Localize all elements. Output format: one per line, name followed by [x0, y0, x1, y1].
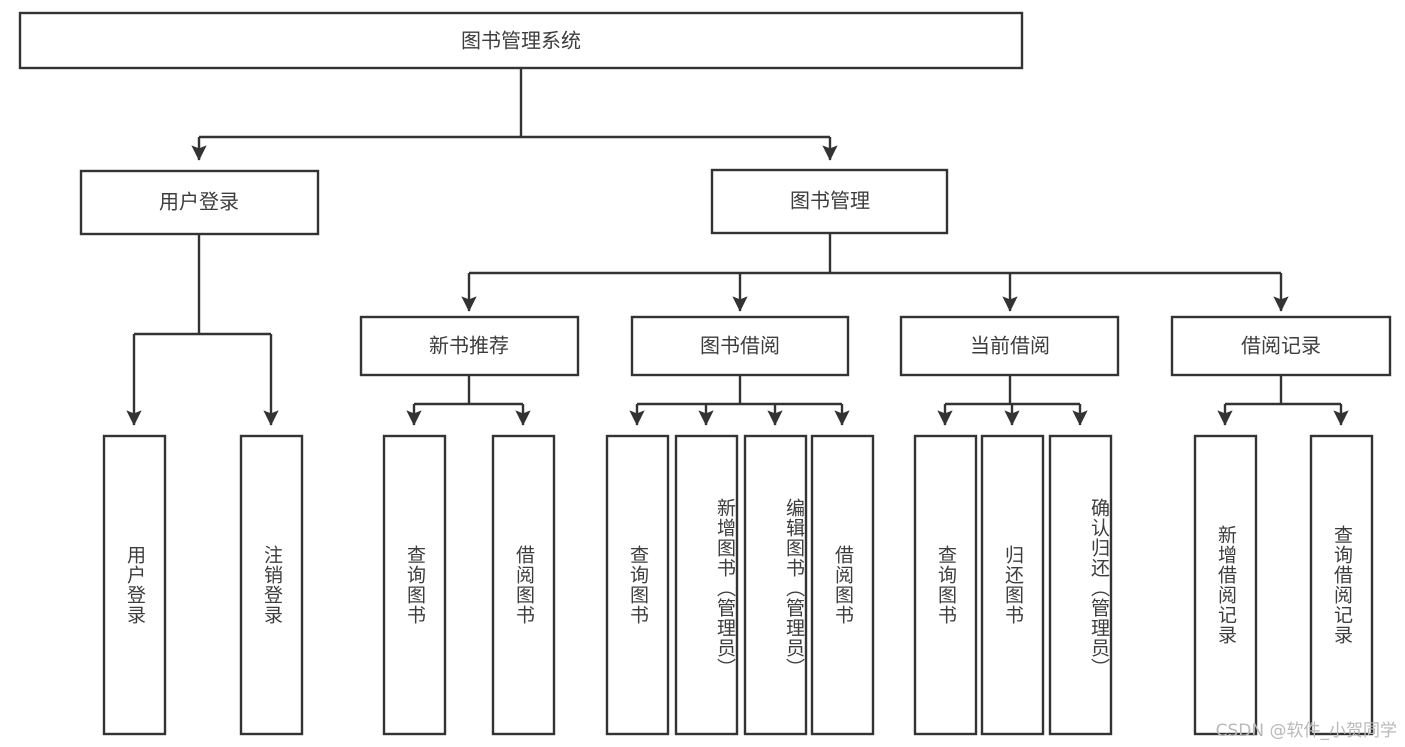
connector-userlogin-to-leaves	[126, 234, 279, 426]
leaf-box-leaf-borrow-book-1[interactable]	[491, 434, 556, 736]
node-borrow-record[interactable]: 借阅记录	[1170, 315, 1392, 377]
node-book-manage-label: 图书管理	[790, 189, 870, 213]
csdn-watermark: CSDN @软件_小贺同学	[1215, 721, 1397, 741]
leaf-box-leaf-add-record[interactable]	[1193, 434, 1258, 736]
node-borrow-record-label: 借阅记录	[1241, 334, 1321, 358]
leaf-box-leaf-query-book-1[interactable]	[382, 434, 447, 736]
node-current-borrow-label: 当前借阅	[970, 334, 1050, 358]
connector-borrowrecord-to-leaves	[1217, 375, 1349, 426]
leaf-box-leaf-query-book-2[interactable]	[605, 434, 670, 736]
node-book-borrow-label: 图书借阅	[700, 334, 780, 358]
leaf-box-leaf-user-login[interactable]	[102, 434, 167, 736]
node-current-borrow[interactable]: 当前借阅	[899, 315, 1120, 377]
leaf-box-leaf-logout-login[interactable]	[239, 434, 304, 736]
node-user-login[interactable]: 用户登录	[79, 169, 320, 236]
node-book-manage[interactable]: 图书管理	[710, 168, 949, 235]
leaf-box-leaf-edit-book[interactable]	[743, 434, 808, 736]
node-root-label: 图书管理系统	[461, 29, 581, 53]
connector-currentborrow-to-leaves	[937, 375, 1088, 426]
leaf-box-leaf-confirm-return[interactable]	[1048, 434, 1113, 736]
node-root[interactable]: 图书管理系统	[18, 11, 1024, 70]
leaf-box-leaf-return-book[interactable]	[980, 434, 1045, 736]
connector-root-to-level1	[191, 68, 838, 161]
node-new-book-recommend-label: 新书推荐	[429, 334, 509, 358]
connector-newbook-to-leaves	[406, 375, 531, 426]
leaf-box-leaf-query-record[interactable]	[1309, 434, 1374, 736]
connector-bookmanage-to-level2	[461, 233, 1289, 312]
leaf-box-leaf-add-book[interactable]	[674, 434, 739, 736]
leaf-box-leaf-borrow-book-2[interactable]	[810, 434, 875, 736]
node-new-book-recommend[interactable]: 新书推荐	[359, 315, 580, 377]
connector-bookborrow-to-leaves	[629, 375, 850, 426]
node-user-login-label: 用户登录	[159, 190, 239, 214]
leaf-box-leaf-query-book-3[interactable]	[913, 434, 978, 736]
node-book-borrow[interactable]: 图书借阅	[630, 315, 850, 377]
